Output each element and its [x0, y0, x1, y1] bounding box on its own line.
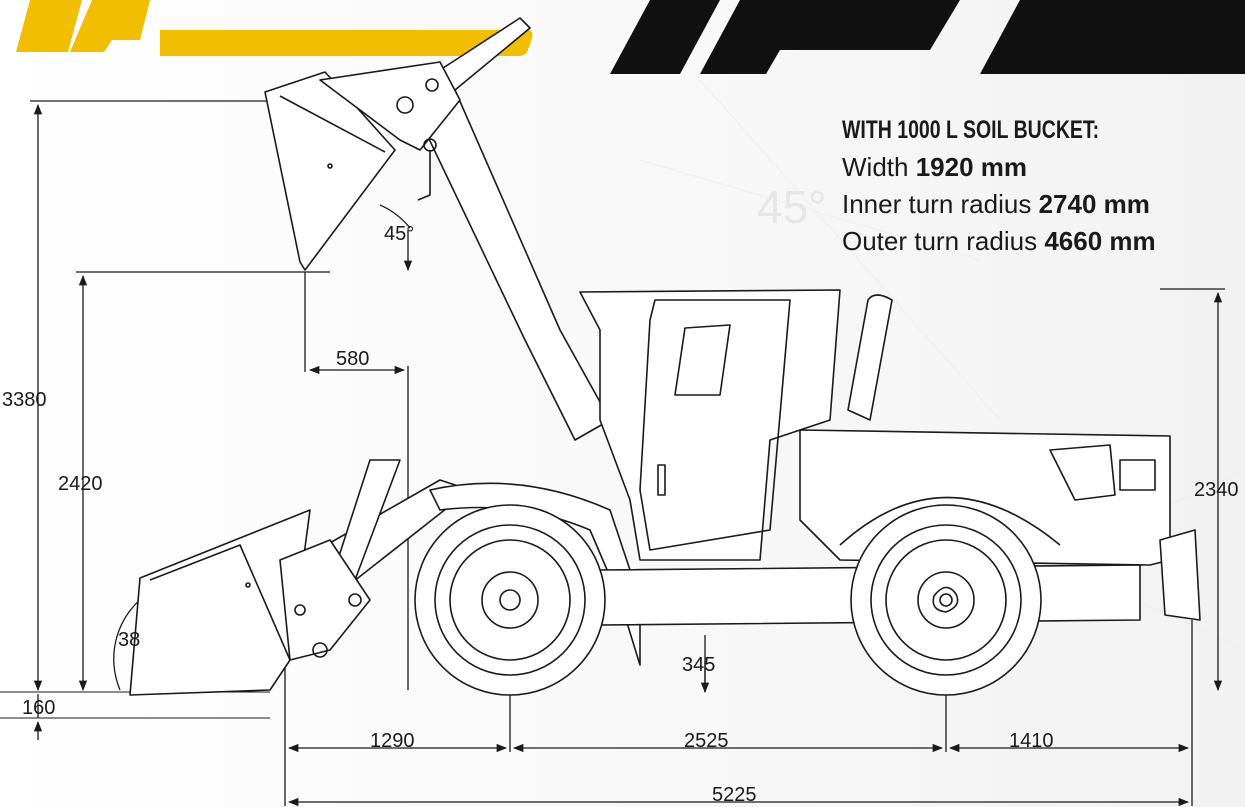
dimension-lines: [30, 100, 1225, 807]
dim-rollback-angle: 38: [118, 629, 141, 651]
dim-dig-depth: 160: [22, 697, 56, 719]
spec-width-label: Width: [842, 152, 909, 182]
loader-drawing: [129, 17, 1201, 696]
spec-title: WITH 1000 L SOIL BUCKET:: [842, 116, 1100, 144]
watermark-angle: 45°: [757, 181, 827, 233]
spec-outer-radius-label: Outer turn radius: [842, 226, 1038, 256]
dim-hinge-height: 2420: [58, 473, 103, 495]
dim-ground-clearance: 345: [682, 654, 716, 676]
dim-overall-length: 5225: [712, 784, 757, 806]
spec-outer-radius-value: 4660 mm: [1044, 226, 1156, 256]
spec-width: Width 1920 mm: [842, 149, 1172, 186]
spec-inner-radius-label: Inner turn radius: [842, 189, 1032, 219]
spec-box: WITH 1000 L SOIL BUCKET: Width 1920 mm I…: [842, 116, 1172, 260]
dim-front-overhang: 1290: [370, 730, 415, 752]
dim-rear-overhang: 1410: [1009, 730, 1054, 752]
dim-max-lift-height: 3380: [2, 389, 47, 411]
dim-cab-height: 2340: [1194, 479, 1239, 501]
dim-wheelbase: 2525: [684, 730, 729, 752]
dim-reach: 580: [336, 348, 370, 370]
spec-width-value: 1920 mm: [915, 152, 1028, 182]
spec-outer-radius: Outer turn radius 4660 mm: [842, 223, 1172, 260]
spec-inner-radius: Inner turn radius 2740 mm: [842, 186, 1172, 223]
brand-logo: [16, 0, 1245, 74]
spec-inner-radius-value: 2740 mm: [1038, 189, 1150, 219]
dim-dump-angle: 45°: [384, 223, 415, 245]
